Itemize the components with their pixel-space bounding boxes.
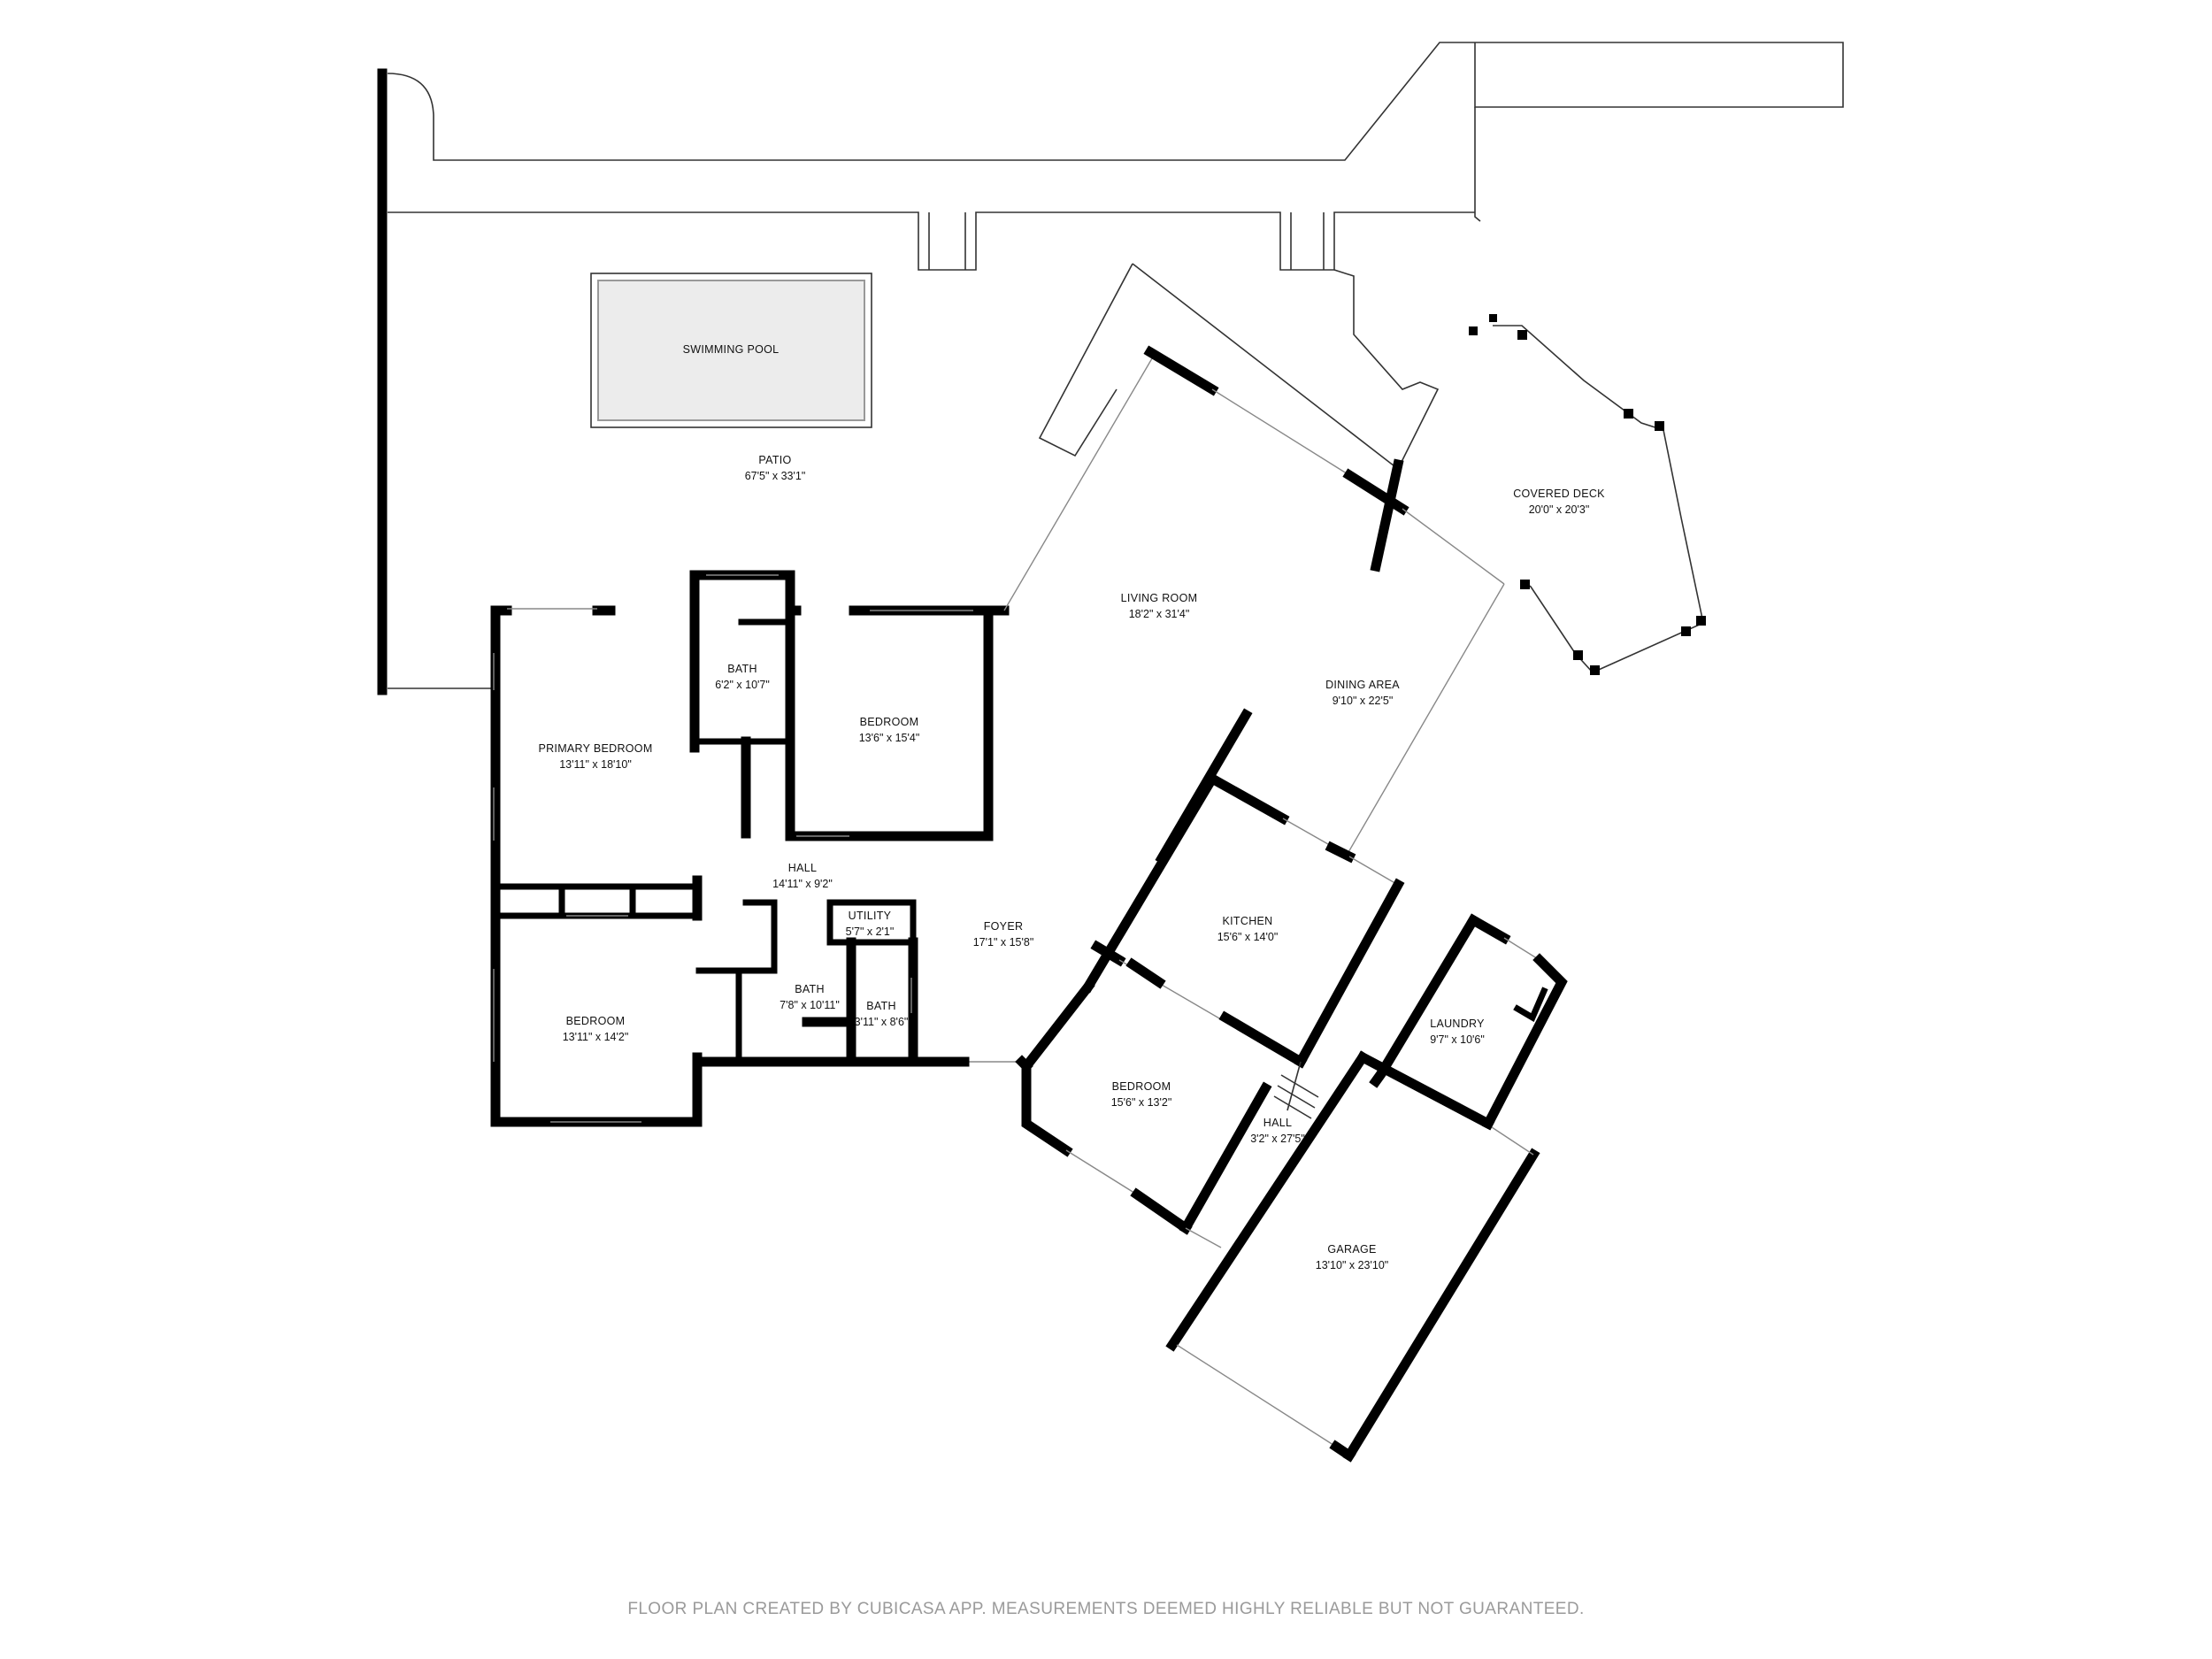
- bath-utility-walls: [692, 899, 921, 1067]
- dims-covered-deck: 20'0" x 20'3": [1529, 503, 1590, 516]
- label-bedroom-left: BEDROOM: [566, 1015, 626, 1027]
- dims-bedroom-upper: 13'6" x 15'4": [859, 732, 920, 744]
- dims-bedroom-lower: 15'6" x 13'2": [1111, 1096, 1172, 1109]
- dims-bath-small: 3'11" x 8'6": [855, 1016, 909, 1028]
- dims-hall-main: 14'11" x 9'2": [772, 878, 833, 890]
- dims-utility: 5'7" x 2'1": [846, 926, 895, 938]
- dims-living-room: 18'2" x 31'4": [1129, 608, 1190, 620]
- label-primary-bedroom: PRIMARY BEDROOM: [538, 742, 652, 755]
- label-hall-main: HALL: [788, 862, 817, 874]
- dims-patio: 67'5" x 33'1": [745, 470, 806, 482]
- living-dining-walls: [983, 345, 1505, 886]
- label-kitchen: KITCHEN: [1223, 915, 1273, 927]
- dims-bath-upper: 6'2" x 10'7": [715, 679, 770, 691]
- dims-garage: 13'10" x 23'10": [1316, 1259, 1388, 1271]
- swimming-pool: [590, 273, 872, 428]
- label-foyer: FOYER: [984, 920, 1024, 933]
- label-living-room: LIVING ROOM: [1121, 592, 1198, 604]
- label-hall-lower: HALL: [1263, 1117, 1292, 1129]
- label-swimming-pool: SWIMMING POOL: [683, 343, 780, 356]
- covered-deck-outline: [1469, 314, 1706, 675]
- label-dining-area: DINING AREA: [1325, 679, 1400, 691]
- dims-hall-lower: 3'2" x 27'5": [1250, 1133, 1305, 1145]
- dims-bath-mid: 7'8" x 10'11": [780, 999, 840, 1011]
- label-patio: PATIO: [758, 454, 791, 466]
- west-wing-walls: [490, 570, 994, 1127]
- room-labels: SWIMMING POOL PATIO 67'5" x 33'1" COVERE…: [538, 343, 1605, 1271]
- dims-foyer: 17'1" x 15'8": [973, 936, 1034, 949]
- patio-outline: [387, 42, 1844, 689]
- east-wing-walls: [910, 772, 1568, 1463]
- label-bedroom-upper: BEDROOM: [860, 716, 919, 728]
- label-garage: GARAGE: [1327, 1243, 1376, 1256]
- label-bedroom-lower: BEDROOM: [1112, 1080, 1171, 1093]
- label-bath-mid: BATH: [795, 983, 825, 995]
- label-laundry: LAUNDRY: [1430, 1018, 1485, 1030]
- label-bath-small: BATH: [866, 1000, 896, 1012]
- dims-bedroom-left: 13'11" x 14'2": [563, 1031, 629, 1043]
- footer-disclaimer: FLOOR PLAN CREATED BY CUBICASA APP. MEAS…: [627, 1600, 1585, 1618]
- label-utility: UTILITY: [849, 910, 892, 922]
- dims-dining-area: 9'10" x 22'5": [1333, 695, 1394, 707]
- dims-kitchen: 15'6" x 14'0": [1217, 931, 1279, 943]
- dims-primary-bedroom: 13'11" x 18'10": [559, 758, 632, 771]
- dims-laundry: 9'7" x 10'6": [1430, 1033, 1485, 1046]
- label-covered-deck: COVERED DECK: [1513, 488, 1605, 500]
- label-bath-upper: BATH: [727, 663, 757, 675]
